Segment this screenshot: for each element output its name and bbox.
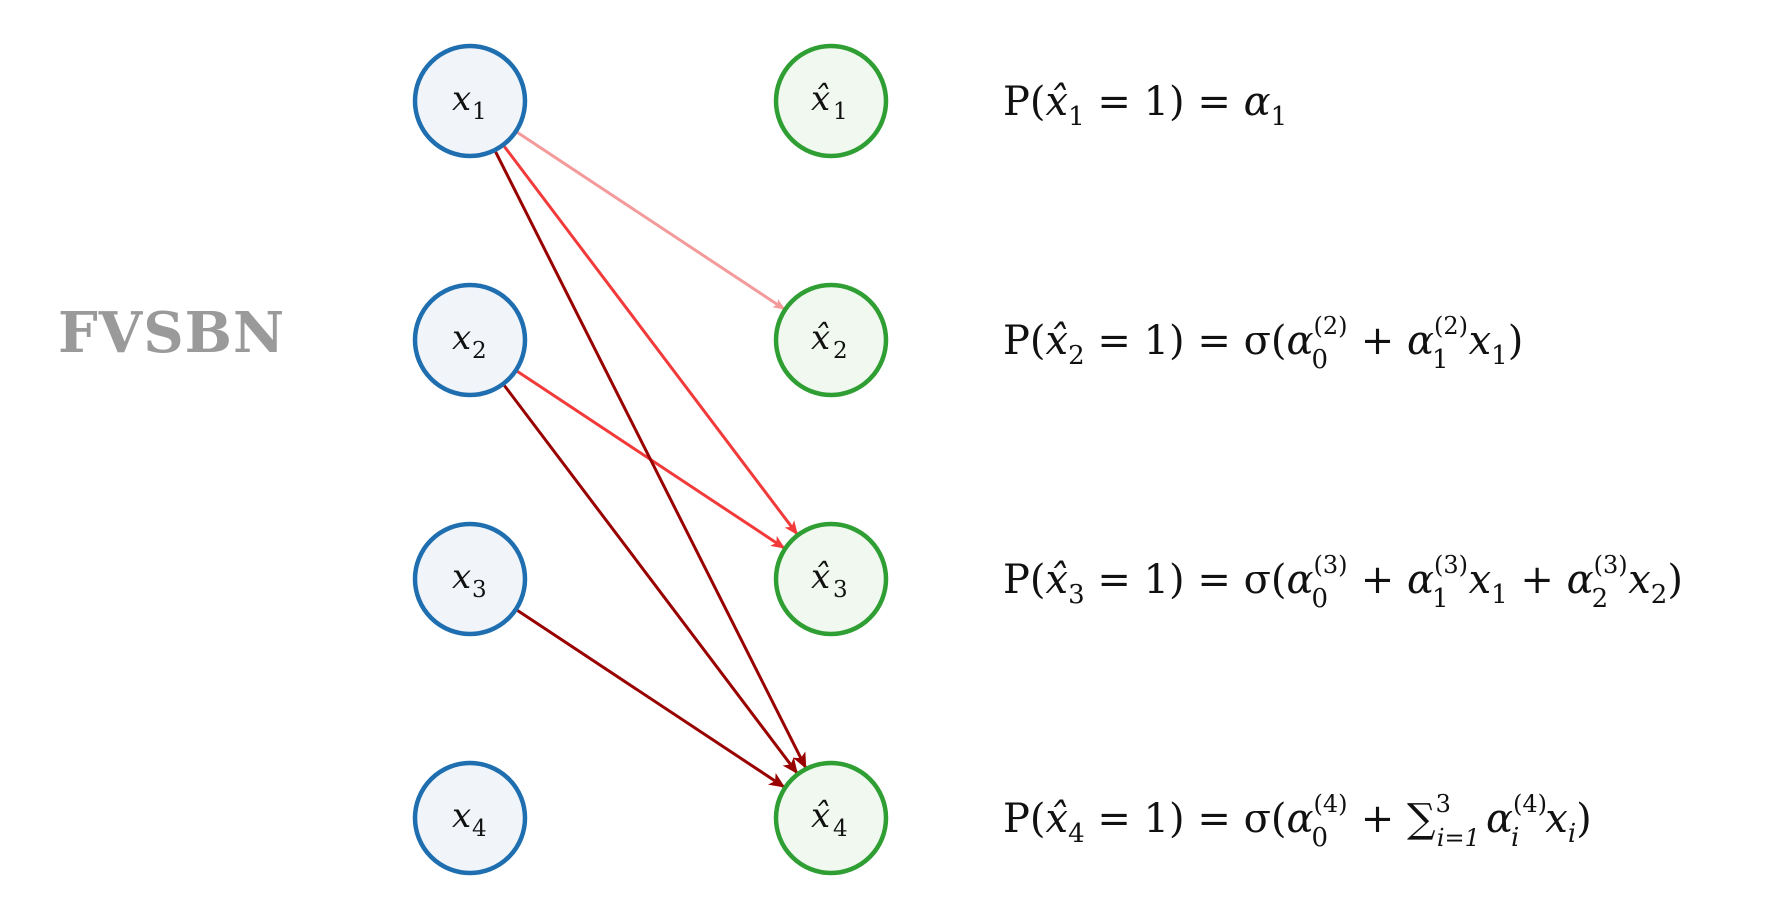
output-node-xhat4: x̂ 4 <box>773 760 889 876</box>
input-node-x1: x 1 <box>412 43 528 159</box>
equation-1: P(x̂1 = 1) = α1 <box>1003 79 1287 132</box>
output-node-xhat2: x̂ 2 <box>773 282 889 398</box>
node-label-base: x <box>452 318 471 358</box>
edge-x1-to-xhat4 <box>494 151 808 769</box>
node-label-base: x̂ <box>811 79 830 119</box>
edges-group <box>494 131 808 789</box>
node-label-sub: 1 <box>472 99 487 125</box>
node-label-base: x <box>452 796 471 836</box>
node-label-sub: 2 <box>833 338 848 364</box>
node-label-sub: 3 <box>472 577 487 603</box>
edge-x1-to-xhat2 <box>516 131 786 311</box>
node-label-base: x̂ <box>811 318 830 358</box>
input-node-x2: x 2 <box>412 282 528 398</box>
node-label-sub: 1 <box>833 99 848 125</box>
node-label-sub: 4 <box>833 816 848 842</box>
node-label-base: x̂ <box>811 557 830 597</box>
node-label-sub: 3 <box>833 577 848 603</box>
node-label-base: x̂ <box>811 796 830 836</box>
node-label-base: x <box>452 557 471 597</box>
edge-x2-to-xhat4 <box>503 384 799 775</box>
node-label-sub: 2 <box>472 338 487 364</box>
output-node-xhat1: x̂ 1 <box>773 43 889 159</box>
input-node-x4: x 4 <box>412 760 528 876</box>
edge-x3-to-xhat4 <box>516 609 786 789</box>
node-label-sub: 4 <box>472 816 487 842</box>
diagram-title: FVSBN <box>58 300 286 366</box>
node-label-base: x <box>452 79 471 119</box>
input-node-x3: x 3 <box>412 521 528 637</box>
output-node-xhat3: x̂ 3 <box>773 521 889 637</box>
edge-x1-to-xhat3 <box>503 145 799 536</box>
